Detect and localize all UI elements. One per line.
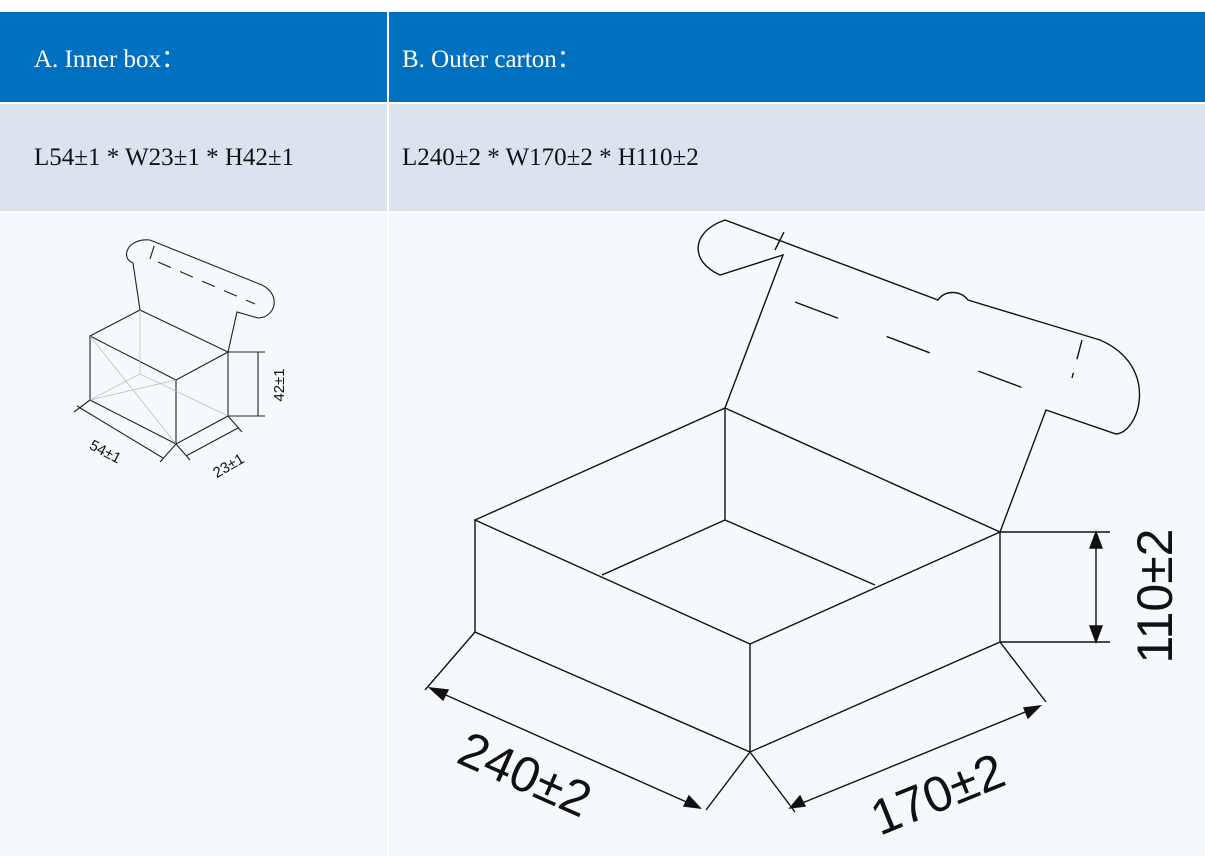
outer-carton-dimensions: L240±2 * W170±2 * H110±2 <box>402 143 699 171</box>
outer-carton-dimensions-cell: L240±2 * W170±2 * H110±2 <box>389 104 1205 211</box>
outer-carton-header-label: B. Outer carton： <box>402 46 582 73</box>
outer-carton-inner-floor <box>601 519 876 586</box>
outer-carton-lid <box>697 219 1141 533</box>
inner-box-drawing <box>73 239 275 463</box>
inner-box-body <box>88 309 230 445</box>
inner-box-height-dimension <box>228 351 265 417</box>
outer-carton-width-label: 170±2 <box>863 742 1013 846</box>
inner-box-header: A. Inner box： <box>0 12 387 102</box>
inner-box-length-dimension <box>73 399 177 463</box>
inner-box-width-dimension <box>175 415 243 461</box>
outer-carton-length-label: 240±2 <box>450 721 599 829</box>
inner-box-width-label: 23±1 <box>210 450 247 481</box>
inner-box-length-label: 54±1 <box>86 437 123 468</box>
outer-carton-body <box>473 407 1002 754</box>
outer-carton-drawing-cell <box>389 213 1205 856</box>
inner-box-height-label: 42±1 <box>271 368 288 401</box>
outer-carton-header: B. Outer carton： <box>389 12 1205 102</box>
outer-carton-height-label: 110±2 <box>1127 529 1183 664</box>
inner-box-drawing-cell <box>0 213 387 856</box>
inner-box-lid <box>126 239 275 353</box>
inner-box-header-label: A. Inner box： <box>34 46 187 73</box>
outer-carton-width-dimension <box>749 641 1047 813</box>
outer-carton-length-dimension <box>424 631 751 811</box>
inner-box-dimensions-cell: L54±1 * W23±1 * H42±1 <box>0 104 387 211</box>
outer-carton-drawing <box>424 219 1141 813</box>
inner-box-dimensions: L54±1 * W23±1 * H42±1 <box>34 143 295 171</box>
outer-carton-height-dimension <box>1000 531 1110 643</box>
